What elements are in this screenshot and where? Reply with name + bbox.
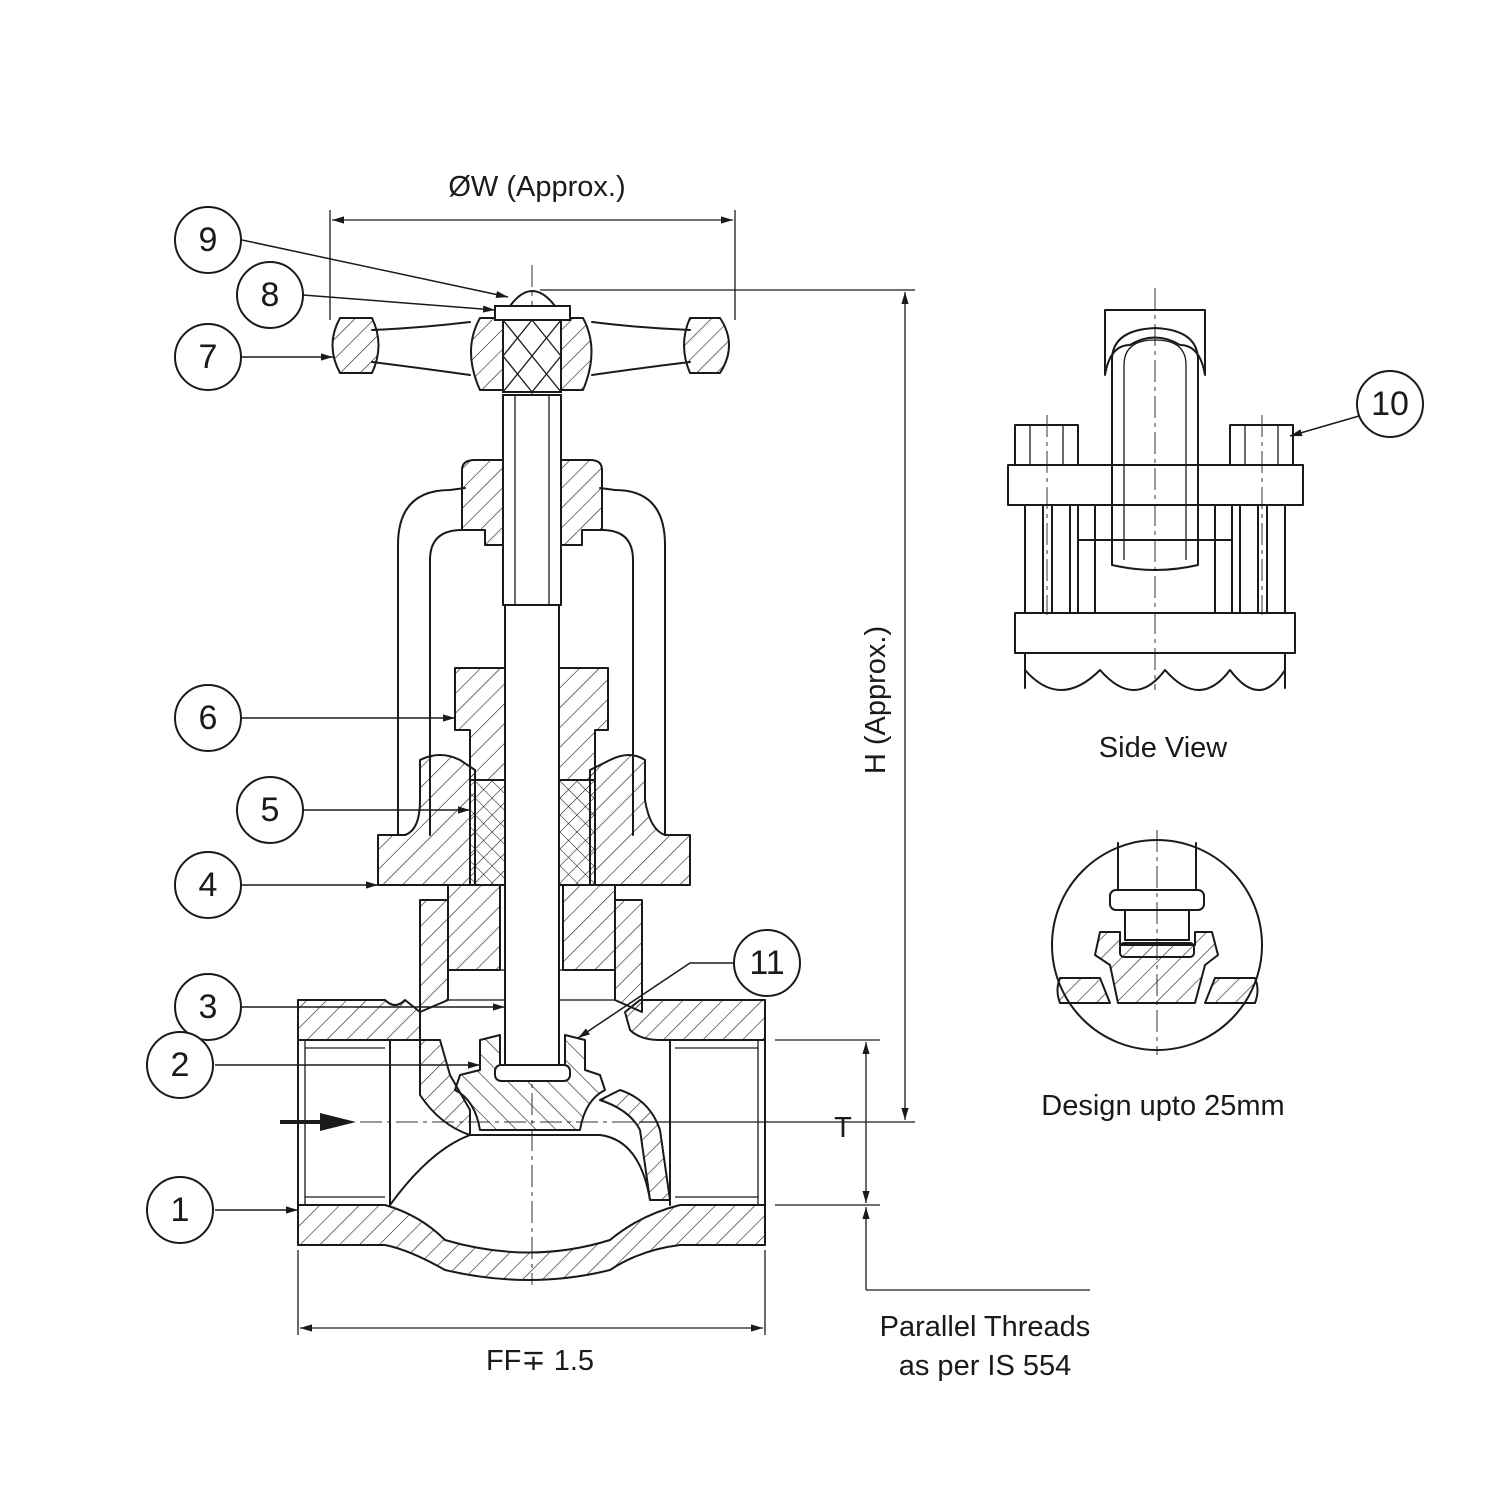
svg-text:1: 1 — [171, 1191, 190, 1229]
main-section-view — [280, 265, 820, 1285]
svg-text:6: 6 — [199, 699, 218, 737]
callout-leaders — [215, 239, 1360, 1214]
callout-1: 1 — [146, 1176, 214, 1244]
detail-view-label: Design upto 25mm — [1041, 1090, 1284, 1122]
callout-9: 9 — [174, 206, 242, 274]
callout-6: 6 — [174, 684, 242, 752]
svg-text:3: 3 — [199, 988, 218, 1026]
callout-7: 7 — [174, 323, 242, 391]
flow-arrow — [280, 1113, 356, 1131]
svg-text:10: 10 — [1371, 385, 1409, 423]
callout-3: 3 — [174, 973, 242, 1041]
detail-view — [1051, 830, 1263, 1055]
callout-10: 10 — [1356, 370, 1424, 438]
dim-thread-length: T — [834, 1112, 852, 1144]
dim-height: H (Approx.) — [860, 626, 892, 774]
valve-body — [297, 899, 766, 1281]
svg-text:9: 9 — [199, 221, 218, 259]
dimension-lines — [297, 210, 1090, 1335]
handwheel-nut — [494, 290, 571, 321]
note-parallel-threads-line2: as per IS 554 — [899, 1350, 1072, 1382]
svg-text:2: 2 — [171, 1046, 190, 1084]
svg-text:4: 4 — [199, 866, 218, 904]
bonnet — [377, 754, 691, 1001]
side-view-label: Side View — [1099, 732, 1228, 764]
callout-2: 2 — [146, 1031, 214, 1099]
packing — [469, 779, 596, 886]
svg-text:7: 7 — [199, 338, 218, 376]
handwheel — [331, 317, 730, 394]
svg-text:5: 5 — [261, 791, 280, 829]
svg-text:11: 11 — [749, 944, 784, 982]
dim-handwheel-diameter: ØW (Approx.) — [448, 171, 625, 203]
side-view — [1007, 288, 1304, 691]
callout-5: 5 — [236, 776, 304, 844]
dim-face-to-face: FF∓ 1.5 — [486, 1345, 594, 1377]
stem — [502, 394, 562, 1066]
callout-8: 8 — [236, 261, 304, 329]
note-parallel-threads-line1: Parallel Threads — [880, 1311, 1091, 1343]
callout-11: 11 — [733, 929, 801, 997]
callout-4: 4 — [174, 851, 242, 919]
disc — [454, 1034, 606, 1131]
svg-text:8: 8 — [261, 276, 280, 314]
